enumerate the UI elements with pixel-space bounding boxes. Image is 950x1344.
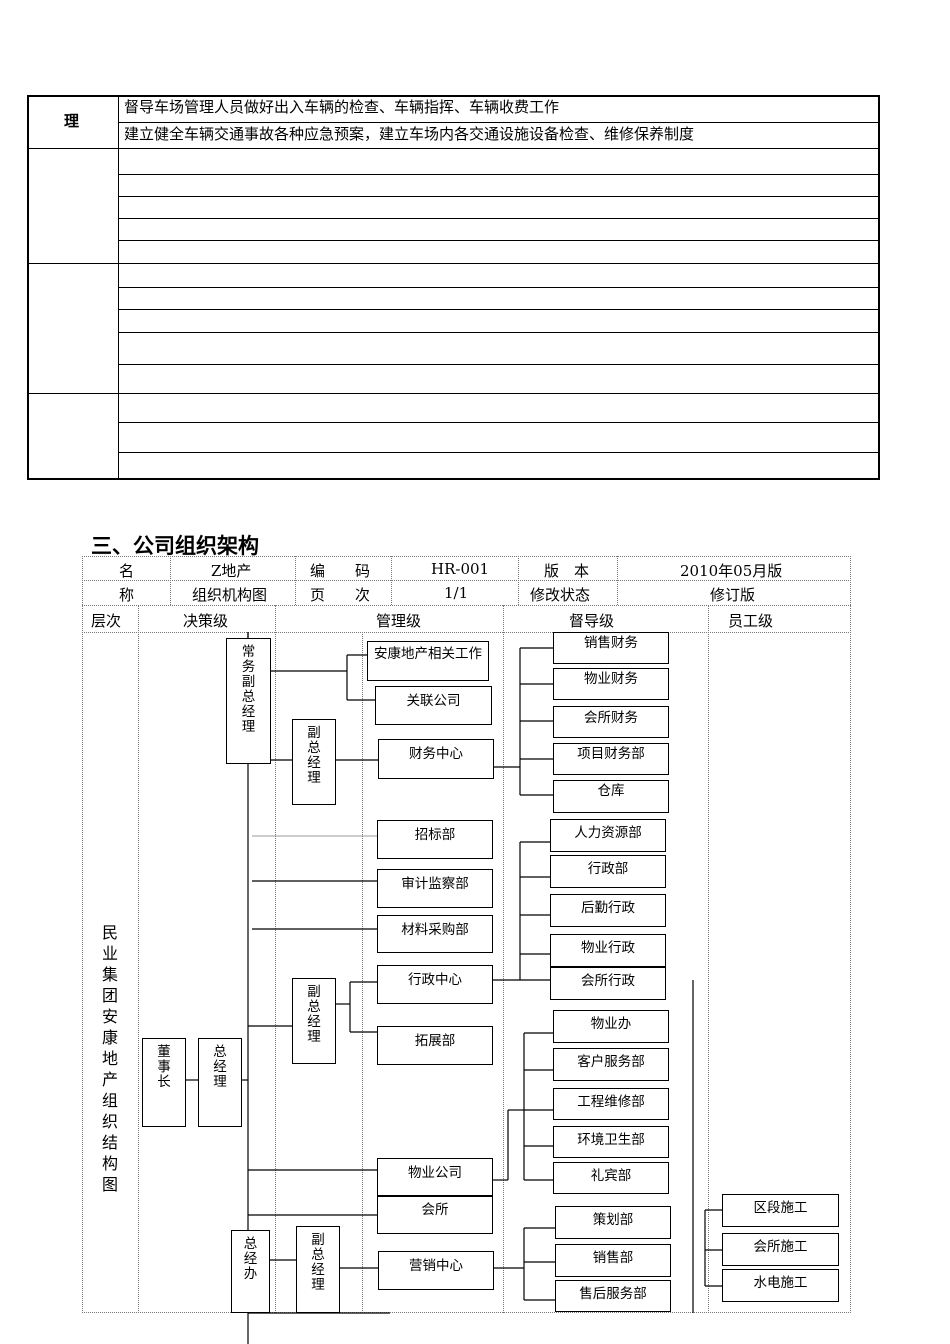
meta-divider [617, 556, 618, 605]
meta-rule [82, 580, 851, 581]
logistics-admin-box: 后勤行政 [550, 894, 666, 927]
meta-divider [391, 556, 392, 605]
tender-box: 招标部 [377, 820, 493, 859]
level-staff: 员工级 [728, 612, 774, 630]
property-finance-box: 物业财务 [553, 668, 669, 700]
related-company-box: 关联公司 [375, 686, 492, 725]
table-rule [118, 452, 880, 453]
table-rule [27, 263, 880, 264]
vp-marketing-box: 副总经理 [296, 1226, 340, 1313]
admin-center-box: 行政中心 [377, 965, 493, 1004]
table-rule [118, 196, 880, 197]
org-chart-frame [82, 556, 851, 1313]
meta-divider [295, 556, 296, 605]
level-layer: 层次 [91, 612, 122, 630]
sales-finance-box: 销售财务 [553, 632, 669, 664]
meta-name-label: 名 [119, 562, 135, 580]
table-rule [118, 218, 880, 219]
table-rule [27, 393, 880, 394]
customer-service-box: 客户服务部 [553, 1048, 669, 1081]
level-management: 管理级 [376, 612, 422, 630]
level-divider [362, 632, 363, 1313]
level-divider [275, 605, 276, 1313]
exec-vp-box: 常务副总经理 [226, 638, 271, 764]
meta-version-value: 2010年05月版 [680, 562, 783, 580]
meta-status-value: 修订版 [710, 586, 756, 604]
meta-page-label: 页 次 [310, 586, 371, 604]
ankang-work-box: 安康地产相关工作 [367, 641, 489, 681]
procurement-box: 材料采购部 [377, 915, 493, 953]
meta-name-label: 称 [119, 586, 135, 604]
table-rule [118, 422, 880, 423]
meta-code-label: 编 码 [310, 562, 371, 580]
hydro-construction-box: 水电施工 [722, 1269, 839, 1302]
meta-code-value: HR-001 [431, 560, 490, 578]
level-decision: 决策级 [183, 612, 229, 630]
table-rule [118, 240, 880, 241]
section-title: 三、公司组织架构 [91, 534, 259, 558]
sales-box: 销售部 [555, 1244, 671, 1277]
hr-box: 人力资源部 [550, 819, 666, 852]
chairman-box: 董事长 [142, 1038, 186, 1127]
property-office-box: 物业办 [553, 1010, 669, 1043]
marketing-center-box: 营销中心 [378, 1251, 494, 1290]
table-cell: 督导车场管理人员做好出入车辆的检查、车辆指挥、车辆收费工作 [124, 98, 560, 116]
table-rule [118, 309, 880, 310]
expansion-box: 拓展部 [377, 1026, 493, 1065]
meta-rule [82, 605, 851, 606]
table-rule [118, 287, 880, 288]
table-cell: 建立健全车辆交通事故各种应急预案，建立车场内各交通设施设备检查、维修保养制度 [124, 125, 695, 143]
table-rule [118, 122, 880, 123]
table-row-header: 理 [64, 112, 80, 130]
group-title: 民业集团安康地产组织结构图 [101, 923, 118, 1194]
project-finance-box: 项目财务部 [553, 743, 669, 775]
gm-office-box: 总经办 [231, 1230, 270, 1313]
section-construction-box: 区段施工 [722, 1194, 839, 1227]
warehouse-box: 仓库 [553, 780, 669, 813]
reception-box: 礼宾部 [553, 1162, 669, 1194]
vp-admin-box: 副总经理 [292, 978, 336, 1064]
after-sales-box: 售后服务部 [555, 1280, 671, 1312]
meta-status-label: 修改状态 [530, 586, 591, 604]
meta-company: Z地产 [211, 562, 252, 580]
table-rule [27, 148, 880, 149]
level-divider [708, 605, 709, 1313]
club-box: 会所 [377, 1196, 493, 1234]
engineering-box: 工程维修部 [553, 1088, 669, 1120]
meta-doc-name: 组织机构图 [192, 586, 268, 604]
finance-center-box: 财务中心 [378, 739, 494, 779]
club-construction-box: 会所施工 [722, 1233, 839, 1266]
table-rule [118, 174, 880, 175]
meta-divider [518, 556, 519, 605]
planning-box: 策划部 [555, 1206, 671, 1239]
club-admin-box: 会所行政 [550, 967, 666, 1000]
level-divider [503, 605, 504, 1313]
admin-dept-box: 行政部 [550, 855, 666, 888]
level-divider [138, 605, 139, 1313]
property-admin-box: 物业行政 [550, 934, 666, 967]
meta-version-label: 版 本 [544, 562, 590, 580]
level-supervision: 督导级 [569, 612, 615, 630]
table-rule [118, 364, 880, 365]
audit-box: 审计监察部 [377, 869, 493, 908]
table-rule [118, 332, 880, 333]
meta-divider [170, 556, 171, 605]
vp-finance-box: 副总经理 [292, 719, 336, 805]
sanitation-box: 环境卫生部 [553, 1126, 669, 1158]
club-finance-box: 会所财务 [553, 706, 669, 738]
gm-box: 总经理 [198, 1038, 242, 1127]
property-company-box: 物业公司 [377, 1158, 493, 1196]
meta-page-value: 1/1 [444, 584, 469, 602]
meta-rule [82, 632, 851, 633]
